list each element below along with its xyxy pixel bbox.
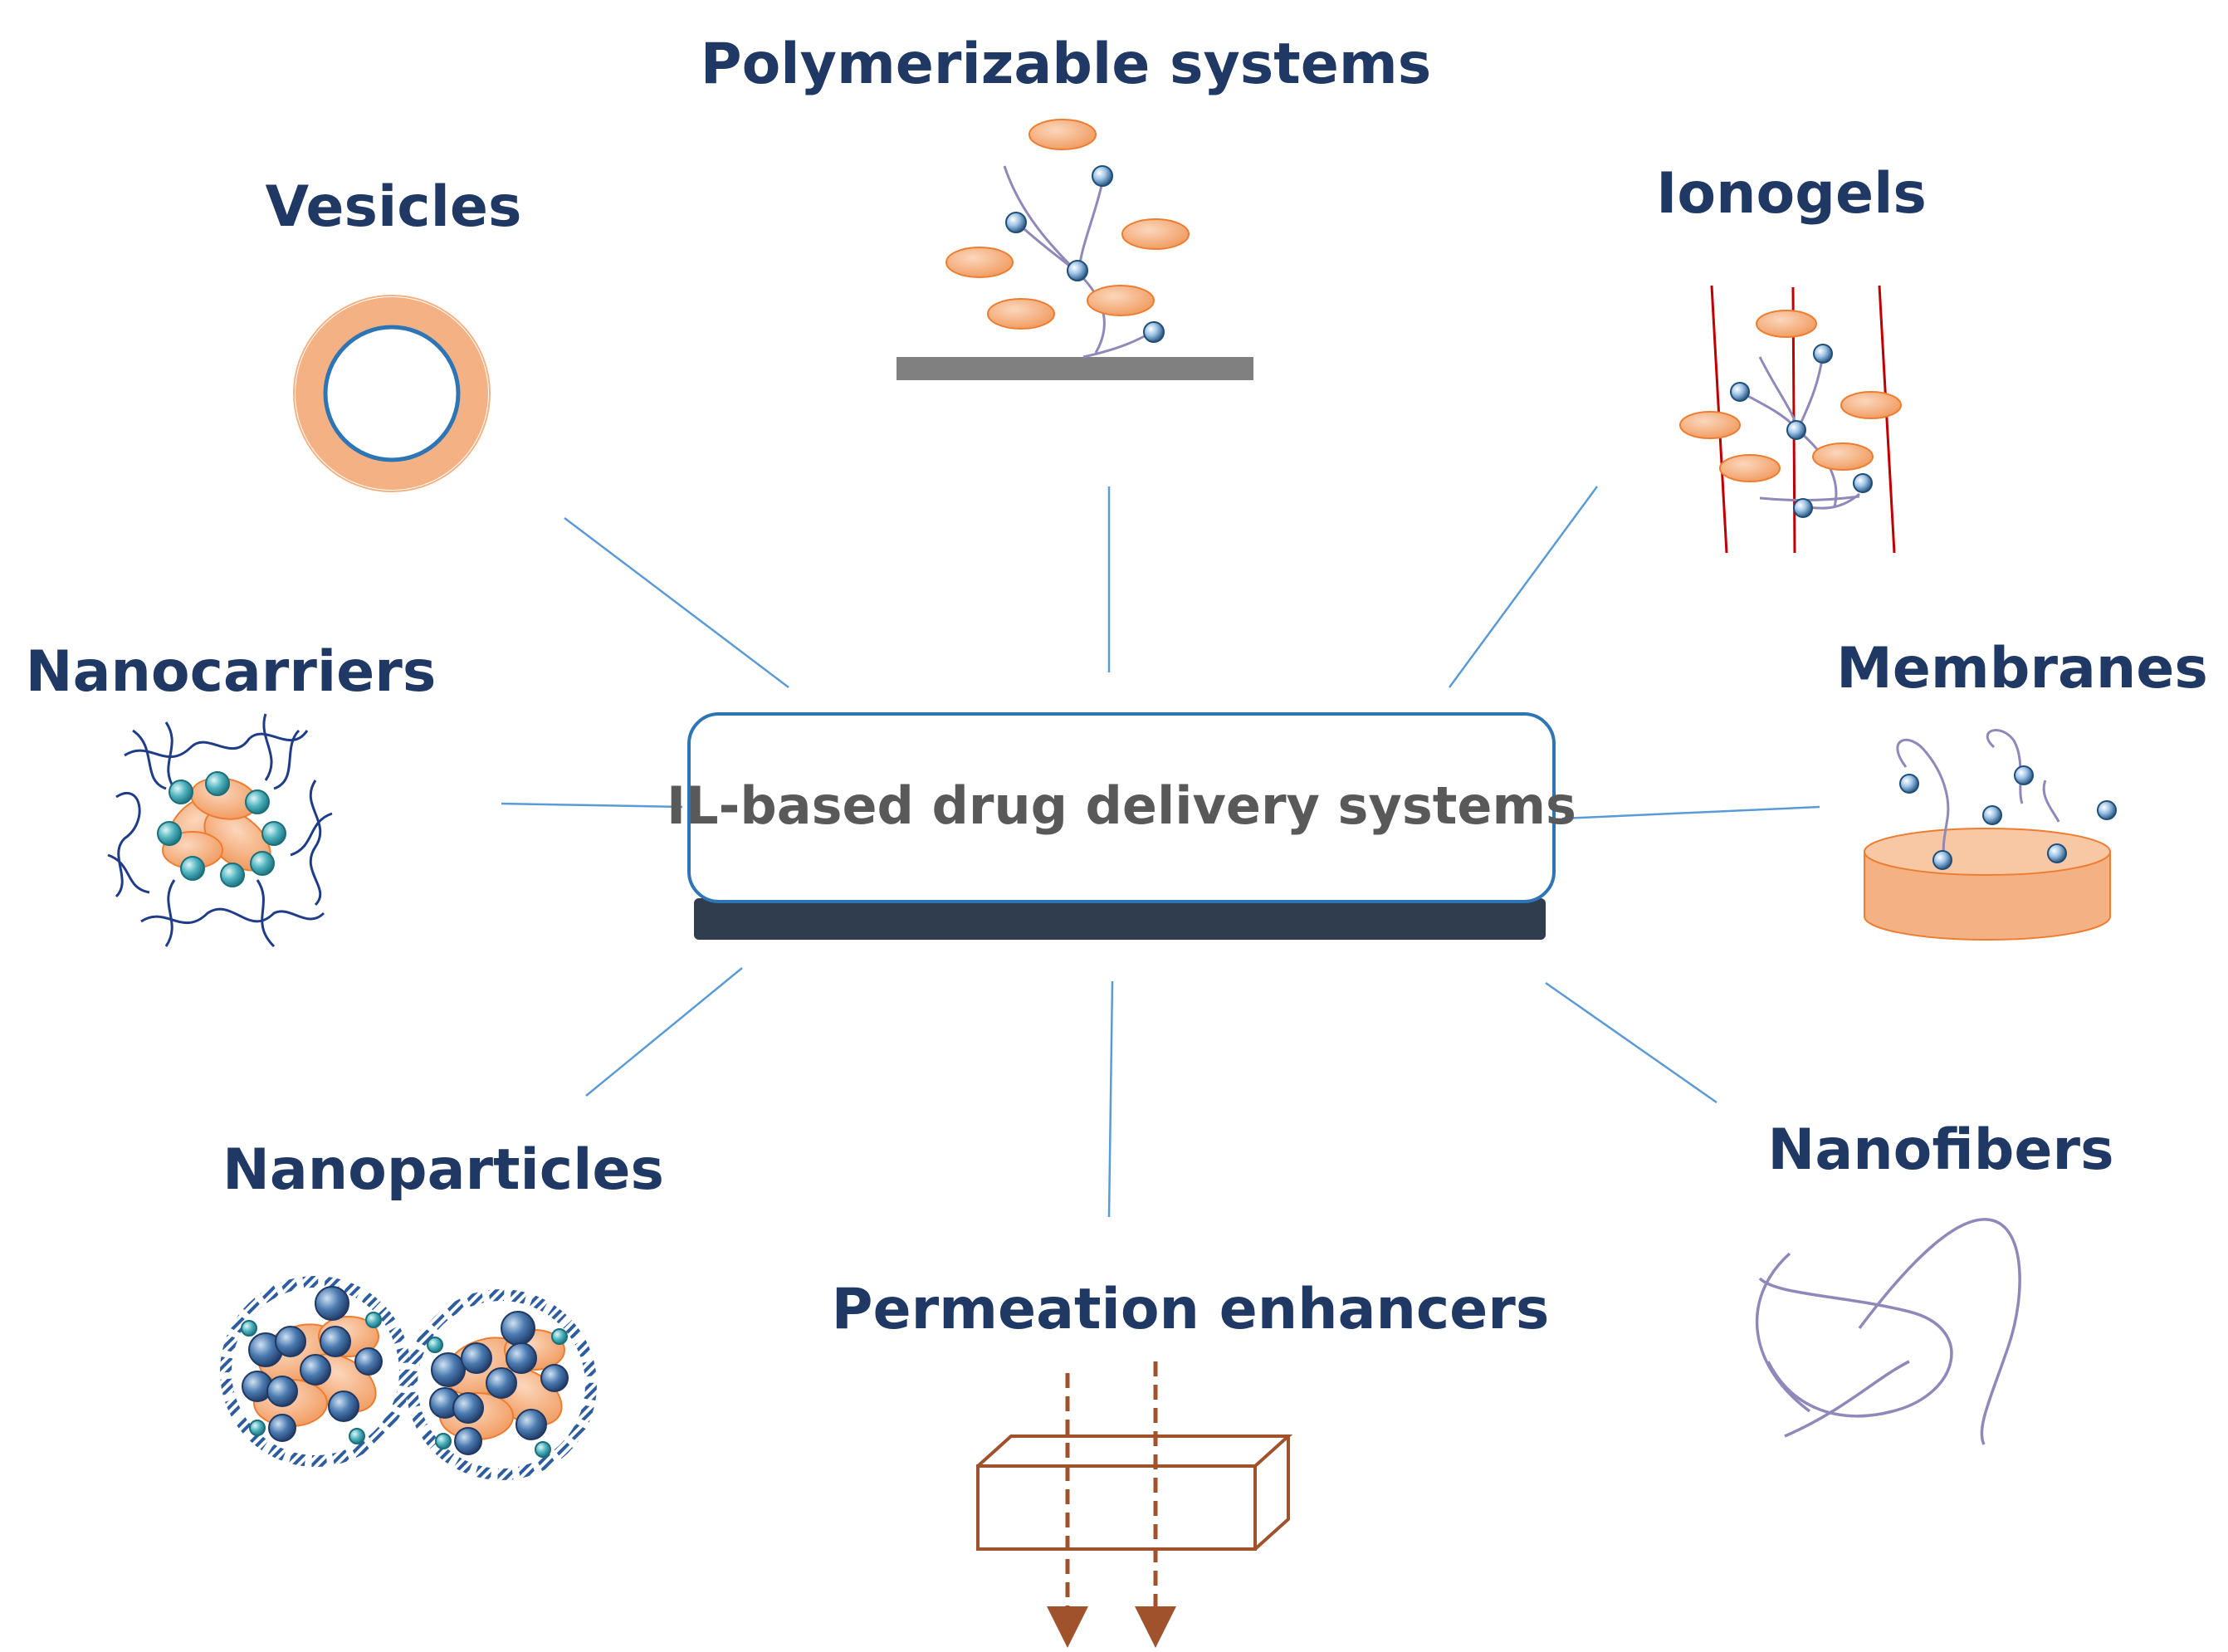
connector-membranes	[1561, 805, 1820, 820]
connector-nanocarriers	[501, 802, 683, 809]
connector-ionogels	[1448, 486, 1599, 688]
label-nanofibers: Nanofibers	[1767, 1117, 2113, 1183]
connector-nanoparticles	[585, 967, 743, 1097]
polymerizable-icon	[897, 119, 1253, 380]
label-vesicles: Vesicles	[265, 174, 521, 240]
nanofibers-icon	[1755, 1218, 2021, 1445]
permeation-icon	[976, 1361, 1293, 1648]
connector-vesicles	[564, 517, 789, 688]
label-polymerizable: Polymerizable systems	[701, 32, 1431, 97]
membranes-icon	[1864, 729, 2117, 941]
connector-permeation	[1107, 980, 1114, 1218]
label-ionogels: Ionogels	[1656, 161, 1927, 227]
nanoparticles-icon	[220, 1276, 597, 1480]
center-node: IL-based drug delivery systems	[667, 712, 1576, 940]
center-box	[687, 712, 1556, 903]
ionogels-icon	[1679, 285, 1902, 554]
center-title: IL-based drug delivery systems	[667, 775, 1576, 836]
label-nanoparticles: Nanoparticles	[222, 1137, 664, 1203]
label-membranes: Membranes	[1836, 636, 2208, 701]
label-nanocarriers: Nanocarriers	[26, 639, 437, 705]
nanocarriers-icon	[107, 713, 333, 948]
vesicle-icon	[293, 295, 491, 492]
center-base-bar	[694, 898, 1546, 940]
connector-nanofibers	[1545, 981, 1717, 1104]
labels: Polymerizable systems Vesicles Ionogels …	[26, 32, 2208, 1342]
label-permeation: Permeation enhancers	[832, 1277, 1550, 1342]
connectors	[501, 486, 1820, 1218]
